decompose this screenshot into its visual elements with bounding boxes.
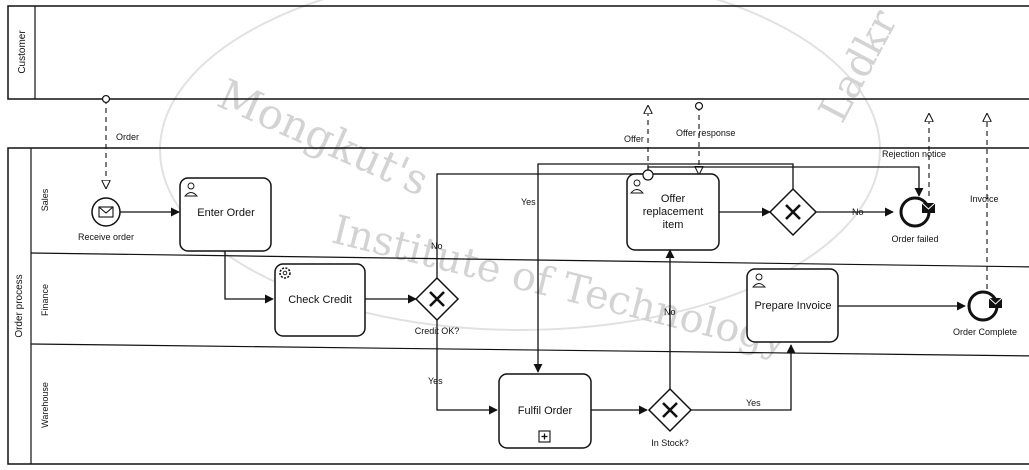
rejection-notice-label: Rejection notice xyxy=(882,149,946,159)
task-offer-line-3: item xyxy=(663,219,684,231)
task-offer-line-2: replacement xyxy=(643,206,704,218)
task-check-credit-label: Check Credit xyxy=(288,294,352,306)
gateway-credit-ok[interactable]: Credit OK? xyxy=(415,278,460,336)
boundary-message-event xyxy=(643,170,653,180)
task-prepare-invoice-label: Prepare Invoice xyxy=(754,300,831,312)
yes-credit-label: Yes xyxy=(428,376,443,386)
envelope-icon xyxy=(99,207,113,217)
end-event-order-failed[interactable]: Order failed xyxy=(891,198,938,244)
subprocess-plus-icon xyxy=(539,431,550,442)
order-failed-label: Order failed xyxy=(891,234,938,244)
task-fulfil-order-label: Fulfil Order xyxy=(518,405,573,417)
receive-order-label: Receive order xyxy=(78,232,134,242)
watermark-text-bottom: Institute of Technology xyxy=(328,207,793,365)
gateway-in-stock[interactable]: In Stock? xyxy=(649,389,691,448)
no-credit-label: No xyxy=(431,241,443,251)
lane-sales-label: Sales xyxy=(40,188,50,211)
invoice-flow-label: Invoice xyxy=(970,194,999,204)
lane-finance-label: Finance xyxy=(40,284,50,316)
no-stock-label: No xyxy=(664,307,676,317)
no-offer-label: No xyxy=(852,207,864,217)
order-flow-label: Order xyxy=(116,132,139,142)
task-enter-order[interactable]: Enter Order xyxy=(180,178,271,251)
offer-response-flow-label: Offer response xyxy=(676,128,735,138)
customer-pool-label: Customer xyxy=(17,30,28,74)
gateway-offer-response[interactable] xyxy=(770,189,816,235)
watermark-text-right: Ladkr xyxy=(810,2,907,130)
order-complete-label: Order Complete xyxy=(953,327,1017,337)
yes-upper-label: Yes xyxy=(521,197,536,207)
task-prepare-invoice[interactable]: Prepare Invoice xyxy=(747,269,838,342)
task-fulfil-order[interactable]: Fulfil Order xyxy=(499,374,591,448)
gateway-credit-label: Credit OK? xyxy=(415,326,460,336)
yes-stock-label: Yes xyxy=(746,398,761,408)
order-process-pool-label: Order process xyxy=(14,274,25,337)
envelope-icon xyxy=(922,203,935,213)
lane-warehouse-label: Warehouse xyxy=(40,382,50,428)
task-enter-order-label: Enter Order xyxy=(197,207,255,219)
start-event-receive-order[interactable]: Receive order xyxy=(78,198,134,242)
envelope-icon xyxy=(989,298,1002,308)
task-offer-line-1: Offer xyxy=(661,193,686,205)
end-event-order-complete[interactable]: Order Complete xyxy=(953,292,1017,337)
offer-flow-label: Offer xyxy=(624,134,644,144)
task-offer-replacement[interactable]: Offer replacement item xyxy=(627,170,719,250)
task-check-credit[interactable]: Check Credit xyxy=(275,264,365,336)
gateway-stock-label: In Stock? xyxy=(651,438,689,448)
